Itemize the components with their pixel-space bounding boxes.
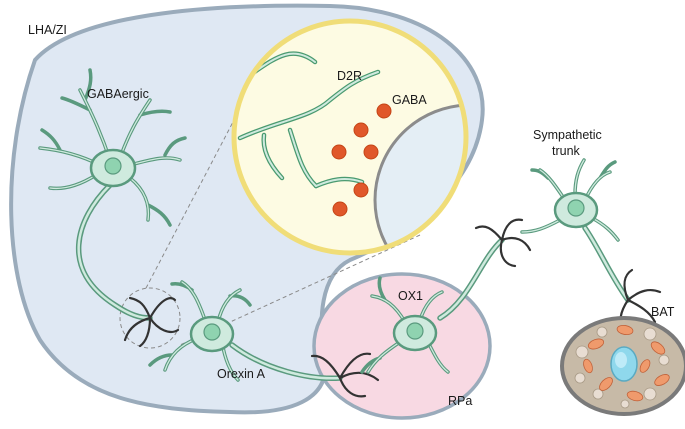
ox1-nucleus <box>406 322 424 340</box>
lipid-droplet <box>592 388 604 400</box>
bat-cell <box>560 316 685 416</box>
lipid-droplet <box>643 387 657 401</box>
gaba-vesicle <box>376 103 392 119</box>
lipid-droplet <box>575 345 589 359</box>
mitochondrion <box>587 338 605 350</box>
sympathetic-nucleus <box>567 199 585 217</box>
mitochondrion <box>616 324 634 336</box>
label-orexin-a: Orexin A <box>217 367 266 381</box>
mitochondrion <box>583 358 593 374</box>
gaba-vesicle <box>331 144 347 160</box>
gabaergic-nucleus <box>104 157 122 175</box>
label-gaba: GABA <box>392 93 427 107</box>
lipid-droplet <box>643 327 657 341</box>
label-lha-zi: LHA/ZI <box>28 23 67 37</box>
mitochondrion <box>650 341 666 355</box>
orexin-nucleus <box>203 323 221 341</box>
lipid-droplet <box>596 326 608 338</box>
mitochondrion <box>639 359 651 373</box>
orexin-terminal-tuft <box>310 352 380 398</box>
label-trunk: trunk <box>552 144 581 158</box>
lipid-droplet <box>620 399 630 409</box>
gabaergic-terminal-tuft <box>123 296 180 348</box>
label-d2r: D2R <box>337 69 362 83</box>
gaba-vesicle <box>353 122 369 138</box>
gaba-vesicle <box>363 144 379 160</box>
label-bat: BAT <box>651 305 675 319</box>
label-sympathetic: Sympathetic <box>533 128 602 142</box>
mitochondrion <box>654 374 670 386</box>
synapse-highlight-circle <box>119 287 181 349</box>
lipid-droplet <box>658 354 670 366</box>
mitochondrion <box>599 377 613 391</box>
gaba-vesicle <box>332 201 348 217</box>
mitochondrion <box>626 390 644 402</box>
zoom-line-upper <box>144 79 256 291</box>
ox1-terminal-tuft <box>474 218 532 268</box>
lipid-droplet <box>574 372 586 384</box>
label-rpa: RPa <box>448 394 472 408</box>
label-ox1: OX1 <box>398 289 423 303</box>
label-gabaergic: GABAergic <box>87 87 149 101</box>
gaba-vesicle <box>353 182 369 198</box>
